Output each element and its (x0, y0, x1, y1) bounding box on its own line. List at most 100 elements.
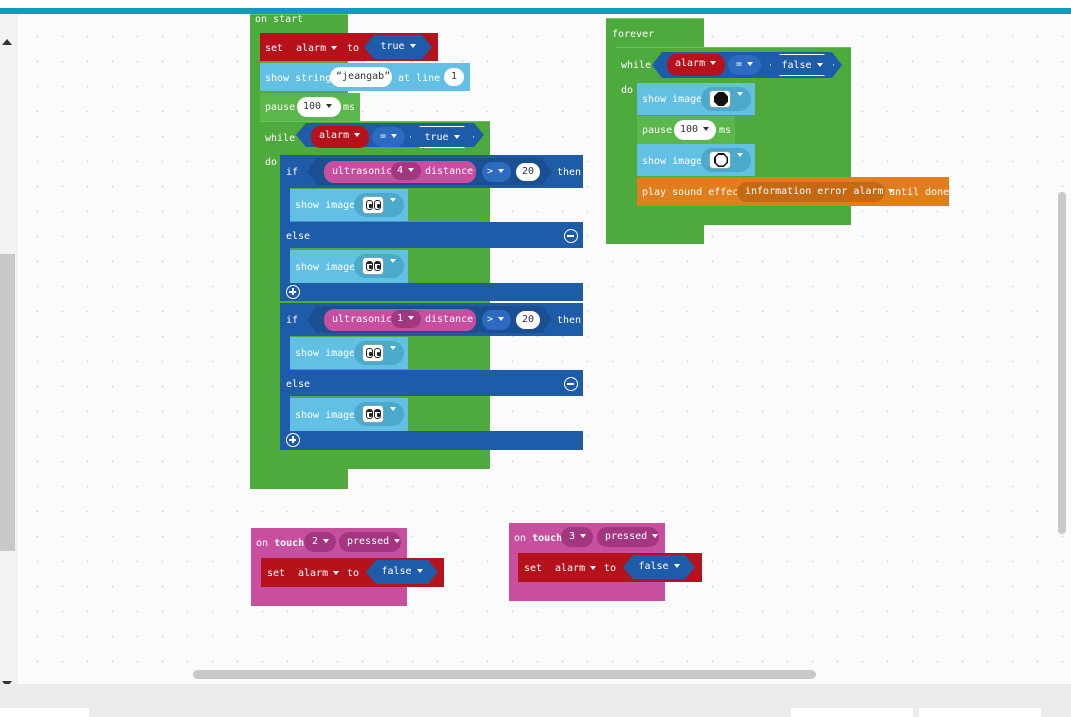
variable-reporter[interactable]: alarm (667, 54, 725, 76)
add-else-icon[interactable] (286, 285, 300, 299)
pin-dropdown[interactable]: 3 (561, 527, 593, 547)
show-image-label: show image (295, 262, 356, 273)
variable-reporter[interactable]: alarm (311, 126, 369, 148)
else-label: else (286, 379, 311, 390)
at-line-label: at line (398, 73, 441, 84)
number-input[interactable]: 20 (516, 311, 540, 329)
bottom-tab[interactable] (0, 708, 89, 717)
stop-sign-outline-icon (709, 151, 731, 169)
operator-dropdown[interactable]: > (482, 310, 511, 330)
image-picker[interactable] (354, 193, 404, 217)
string-input[interactable]: “jeangab” (330, 67, 392, 87)
show-string-label: show string (265, 73, 332, 84)
do-label: do (265, 157, 278, 168)
pause-duration-dropdown[interactable]: 100 (674, 120, 716, 140)
on-start-header: on start (255, 14, 304, 25)
left-scroll-thumb[interactable] (0, 254, 15, 551)
port-dropdown[interactable]: 4 (391, 162, 421, 180)
boolean-dropdown[interactable]: false (623, 555, 695, 579)
ultrasonic-reporter[interactable]: ultrasonic 1 distance (324, 309, 476, 331)
then-label: then (557, 167, 582, 178)
to-label: to (347, 568, 360, 579)
do-label: do (621, 85, 634, 96)
stop-sign-filled-icon (709, 90, 731, 108)
image-picker[interactable] (701, 148, 751, 172)
touch-label: touch (532, 533, 563, 544)
variable-dropdown[interactable]: alarm (555, 563, 596, 574)
image-picker[interactable] (354, 341, 404, 365)
ms-label: ms (343, 102, 356, 113)
boolean-dropdown[interactable]: true (410, 126, 474, 148)
show-image-label: show image (295, 348, 356, 359)
remove-else-icon[interactable] (564, 377, 578, 391)
pin-dropdown[interactable]: 2 (304, 532, 336, 552)
add-else-icon[interactable] (286, 433, 300, 447)
eyes-angry-icon (362, 257, 384, 275)
number-input[interactable]: 20 (516, 163, 540, 181)
string-value: jeangab (342, 71, 385, 82)
line-number-input[interactable]: 1 (444, 68, 464, 86)
else-row (280, 370, 583, 396)
then-label: then (557, 315, 582, 326)
image-picker[interactable] (354, 254, 404, 278)
boolean-dropdown[interactable]: false (366, 560, 438, 584)
show-image-label: show image (642, 94, 703, 105)
vertical-scroll-thumb[interactable] (1058, 192, 1066, 534)
measure-label: distance (425, 314, 474, 325)
boolean-dropdown[interactable]: true (364, 35, 432, 59)
remove-else-icon[interactable] (564, 229, 578, 243)
to-label: to (347, 43, 360, 54)
on-label: on (256, 538, 269, 549)
ms-label: ms (719, 125, 732, 136)
event-dropdown[interactable]: pressed (597, 527, 659, 547)
forever-header: forever (612, 29, 655, 40)
horizontal-scroll-thumb[interactable] (193, 670, 816, 679)
variable-dropdown[interactable]: alarm (298, 568, 339, 579)
pause-duration-dropdown[interactable]: 100 (297, 97, 341, 117)
left-scrollbar[interactable] (0, 14, 18, 687)
measure-label: distance (425, 166, 474, 177)
eyes-angry-icon (362, 405, 384, 423)
set-label: set (524, 563, 543, 574)
until-done-label: until done (889, 187, 950, 198)
if-label: if (286, 167, 299, 178)
show-image-label: show image (642, 156, 703, 167)
else-row (280, 222, 583, 248)
else-label: else (286, 231, 311, 242)
eyes-open-icon (362, 196, 384, 214)
sensor-label: ultrasonic (332, 314, 393, 325)
bottom-button[interactable] (791, 708, 913, 717)
operator-dropdown[interactable]: = (728, 55, 761, 75)
show-image-label: show image (295, 200, 356, 211)
touch-label: touch (274, 538, 305, 549)
bottom-button[interactable] (919, 708, 1041, 717)
while-label: while (621, 60, 652, 71)
operator-dropdown[interactable]: > (482, 162, 511, 182)
show-image-label: show image (295, 410, 356, 421)
ultrasonic-reporter[interactable]: ultrasonic 4 distance (324, 161, 476, 183)
sound-dropdown[interactable]: information error alarm (737, 182, 885, 202)
event-dropdown[interactable]: pressed (339, 532, 401, 552)
on-touch-label: on touch (514, 533, 562, 544)
if-footer (280, 283, 583, 301)
operator-dropdown[interactable]: = (372, 127, 405, 147)
variable-dropdown[interactable]: alarm (296, 43, 337, 54)
eyes-open-icon (362, 344, 384, 362)
top-accent-stripe (0, 8, 1071, 14)
scroll-up-arrow-icon[interactable] (2, 39, 12, 45)
pause-label: pause (642, 125, 673, 136)
boolean-dropdown[interactable]: false (770, 54, 834, 76)
on-touch-label: on touch (256, 538, 304, 549)
set-label: set (265, 43, 284, 54)
top-bar (0, 0, 1071, 14)
on-label: on (514, 533, 527, 544)
port-dropdown[interactable]: 1 (391, 310, 421, 328)
image-picker[interactable] (701, 87, 751, 111)
if-label: if (286, 315, 299, 326)
image-picker[interactable] (354, 402, 404, 426)
to-label: to (604, 563, 617, 574)
set-label: set (267, 568, 286, 579)
pause-label: pause (265, 102, 296, 113)
if-footer (280, 431, 583, 450)
sensor-label: ultrasonic (332, 166, 393, 177)
